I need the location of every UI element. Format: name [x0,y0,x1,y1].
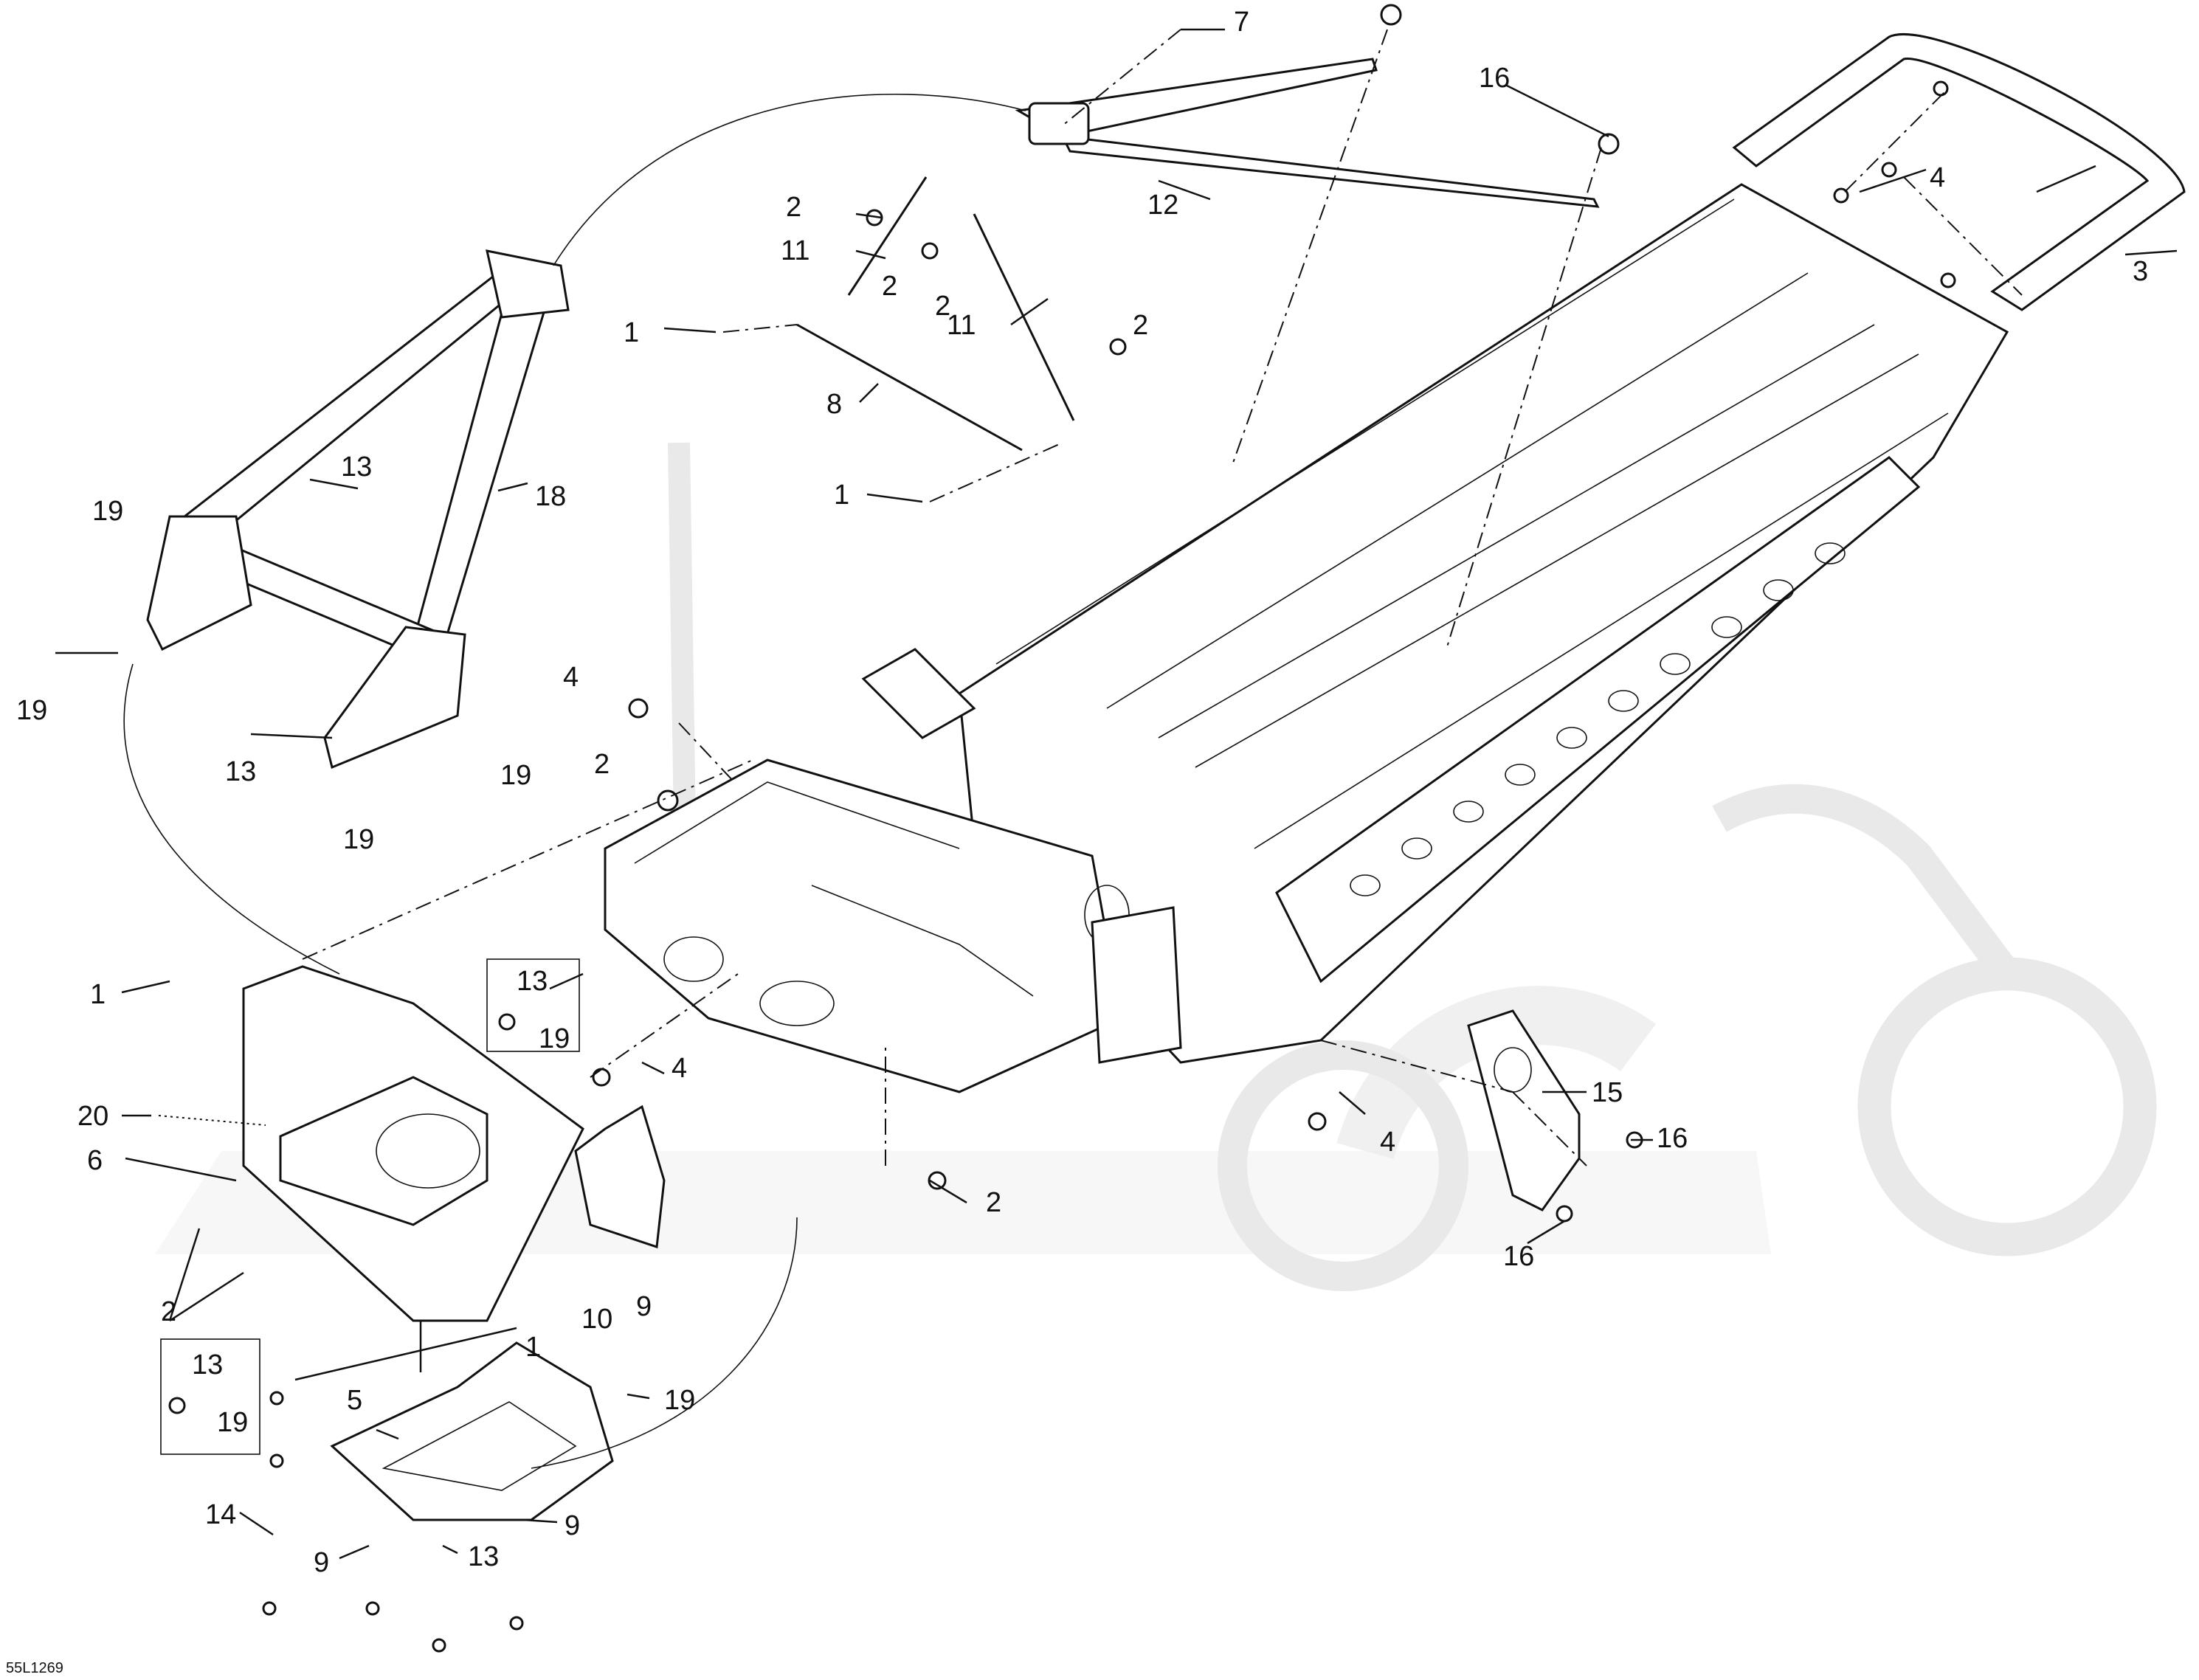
callout-19d: 19 [343,824,374,855]
detail-box-upper [486,958,580,1052]
upper-support [1015,58,1600,208]
assembly-lines [123,29,2023,1469]
callout-16c: 16 [1503,1241,1534,1272]
callout-19g: 19 [664,1385,695,1416]
callout-13c: 13 [517,966,548,997]
callout-19c: 19 [500,760,531,791]
support-rods [796,176,1075,452]
callout-4c: 4 [672,1053,687,1084]
callout-8: 8 [826,389,842,420]
callout-16: 16 [1479,63,1510,94]
callout-1b: 1 [834,480,849,511]
callout-2d: 2 [1133,310,1148,341]
callout-5: 5 [347,1385,362,1416]
callout-4: 4 [1930,162,1945,193]
callout-4b: 4 [563,662,579,693]
callout-2e: 2 [594,749,610,780]
detail-box-lower [160,1338,260,1455]
tunnel-assembly [604,183,2009,1093]
callout-9b: 9 [314,1547,329,1578]
callout-16b: 16 [1657,1123,1688,1154]
callout-13e: 13 [468,1541,499,1572]
callout-11: 11 [781,235,809,266]
callout-18: 18 [535,481,566,512]
leader-lines [55,28,2178,1560]
lower-bracket [330,1341,614,1521]
callout-7: 7 [1234,7,1249,38]
callout-3: 3 [2133,256,2148,287]
callout-2g: 2 [161,1296,176,1327]
front-bracket [242,965,666,1322]
callout-4d: 4 [1380,1127,1395,1158]
callout-2b: 2 [882,271,897,302]
callout-11b: 11 [947,310,976,341]
callout-9: 9 [636,1291,652,1322]
document-id: 55L1269 [6,1660,63,1676]
callout-10: 10 [581,1304,612,1335]
callout-1c: 1 [90,979,106,1010]
callout-20: 20 [77,1101,108,1132]
callout-2f: 2 [986,1187,1001,1218]
callout-6: 6 [87,1145,103,1176]
callout-19f: 19 [217,1407,248,1438]
rear-bumper [1732,33,2186,311]
callout-13: 13 [341,452,372,483]
callout-2c: 2 [935,291,950,322]
callout-2: 2 [786,192,801,223]
callout-9c: 9 [565,1510,580,1541]
callout-19e: 19 [539,1023,570,1054]
callouts: 7 16 4 3 2 12 11 2 2 1 11 2 8 1 13 18 19… [16,7,2148,1578]
callout-15: 15 [1592,1077,1623,1108]
callout-1d: 1 [525,1332,541,1363]
callout-12: 12 [1147,190,1178,221]
callout-13b: 13 [225,756,256,787]
callout-19: 19 [92,496,123,527]
front-a-frame [146,249,570,770]
callout-1: 1 [624,317,639,348]
callout-13d: 13 [192,1349,223,1380]
callout-19b: 19 [16,695,47,726]
callout-14: 14 [205,1499,236,1530]
